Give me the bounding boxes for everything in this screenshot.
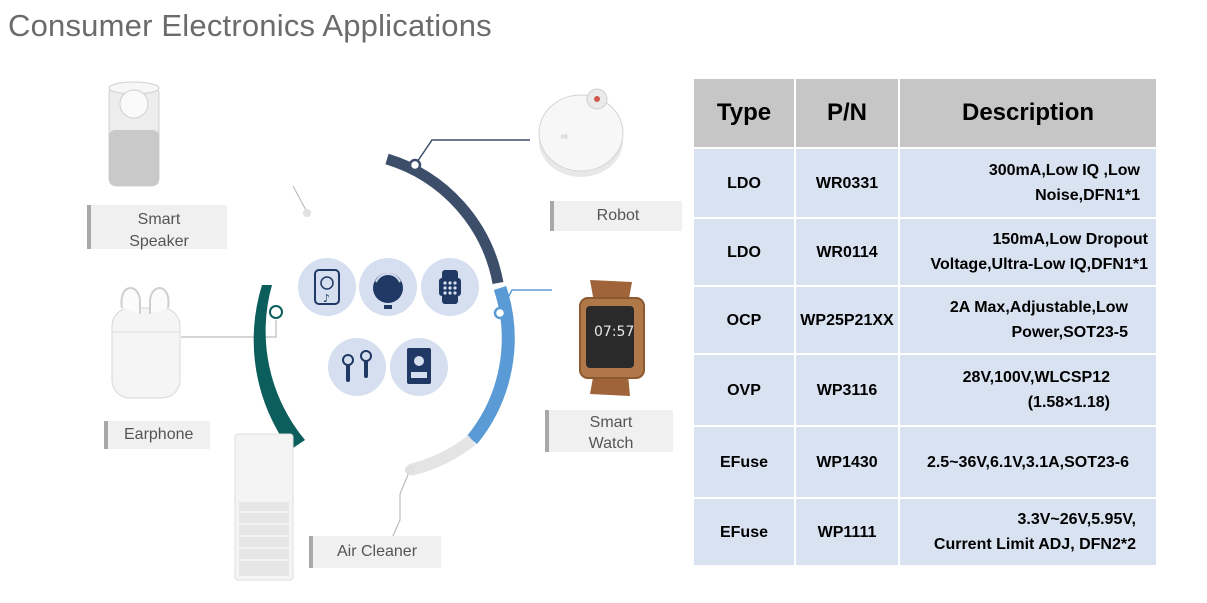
cell-type: OVP xyxy=(694,355,796,427)
cell-pn: WP1430 xyxy=(796,427,900,499)
connector-aircleaner xyxy=(391,469,411,539)
smart-watch-image: 07:57 xyxy=(579,280,645,396)
cell-pn: WP1111 xyxy=(796,499,900,567)
arc-navy xyxy=(385,153,504,285)
cell-type: OCP xyxy=(694,287,796,355)
connector-robot xyxy=(414,139,530,166)
smartwatch-icon xyxy=(421,258,479,316)
table-row: OVP WP3116 28V,100V,WLCSP12 (1.58×1.18) xyxy=(694,355,1156,427)
smart-watch-label: Smart Watch xyxy=(545,410,673,452)
table-row: OCP WP25P21XX 2A Max,Adjustable,Low Powe… xyxy=(694,287,1156,355)
robot-label: Robot xyxy=(550,201,682,231)
smart-speaker-text: Smart Speaker xyxy=(129,211,189,250)
cell-pn: WR0331 xyxy=(796,149,900,219)
header-pn: P/N xyxy=(796,79,900,149)
table-row: EFuse WP1111 3.3V~26V,5.95V, Current Lim… xyxy=(694,499,1156,567)
node-speaker xyxy=(303,209,311,217)
arc-gray xyxy=(408,435,476,476)
cell-type: EFuse xyxy=(694,427,796,499)
product-table: Type P/N Description LDO WR0331 300mA,Lo… xyxy=(694,79,1156,567)
cell-description: 300mA,Low IQ ,Low Noise,DFN1*1 xyxy=(900,149,1156,219)
cell-description: 3.3V~26V,5.95V, Current Limit ADJ, DFN2*… xyxy=(900,499,1156,567)
node-watch xyxy=(493,306,507,320)
cell-description: 2.5~36V,6.1V,3.1A,SOT23-6 xyxy=(900,427,1156,499)
robot-vacuum-image: MI xyxy=(538,88,624,177)
air-purifier-icon xyxy=(390,338,448,396)
air-cleaner-label: Air Cleaner xyxy=(309,536,441,568)
cell-description: 2A Max,Adjustable,Low Power,SOT23-5 xyxy=(900,287,1156,355)
cell-pn: WR0114 xyxy=(796,219,900,287)
cell-description: 28V,100V,WLCSP12 (1.58×1.18) xyxy=(900,355,1156,427)
svg-text:♪: ♪ xyxy=(323,292,330,305)
desc-line: 2A Max,Adjustable,Low xyxy=(949,299,1128,316)
cell-pn: WP3116 xyxy=(796,355,900,427)
robot-vacuum-icon xyxy=(359,258,417,316)
table-header-row: Type P/N Description xyxy=(694,79,1156,149)
earphone-label: Earphone xyxy=(104,421,210,449)
application-diagram: ♪ xyxy=(87,81,682,581)
cell-type: LDO xyxy=(694,149,796,219)
cell-type: LDO xyxy=(694,219,796,287)
desc-line: Noise,DFN1*1 xyxy=(1035,187,1140,204)
ring-diagram: ♪ xyxy=(181,139,552,539)
desc-line: Voltage,Ultra-Low IQ,DFN1*1 xyxy=(930,256,1148,273)
arc-teal xyxy=(253,285,305,450)
table-row: LDO WR0114 150mA,Low Dropout Voltage,Ult… xyxy=(694,219,1156,287)
svg-text:MI: MI xyxy=(561,134,568,141)
connector-lines xyxy=(181,185,411,539)
table-row: LDO WR0331 300mA,Low IQ ,Low Noise,DFN1*… xyxy=(694,149,1156,219)
table-row: EFuse WP1430 2.5~36V,6.1V,3.1A,SOT23-6 xyxy=(694,427,1156,499)
desc-line: 150mA,Low Dropout xyxy=(992,231,1148,248)
earbuds-icon xyxy=(328,338,386,396)
desc-line: 300mA,Low IQ ,Low xyxy=(988,162,1140,179)
watch-time-text: 07:57 xyxy=(594,324,634,340)
desc-line: 3.3V~26V,5.95V, xyxy=(1017,511,1137,528)
desc-line: (1.58×1.18) xyxy=(1027,394,1110,411)
smart-speaker-image xyxy=(108,81,160,187)
earphone-image xyxy=(111,287,181,399)
smart-speaker-label: Smart Speaker xyxy=(87,205,227,250)
cell-type: EFuse xyxy=(694,499,796,567)
node-aircleaner xyxy=(405,465,415,475)
connector-earphone xyxy=(181,320,277,338)
desc-line: Power,SOT23-5 xyxy=(1011,324,1129,341)
node-robot xyxy=(408,158,422,172)
desc-line: 2.5~36V,6.1V,3.1A,SOT23-6 xyxy=(926,453,1130,471)
cell-description: 150mA,Low Dropout Voltage,Ultra-Low IQ,D… xyxy=(900,219,1156,287)
header-description: Description xyxy=(900,79,1156,149)
desc-line: 28V,100V,WLCSP12 xyxy=(962,369,1110,386)
arc-blue xyxy=(466,285,515,445)
connector-speaker xyxy=(292,185,308,213)
cell-pn: WP25P21XX xyxy=(796,287,900,355)
desc-line: Current Limit ADJ, DFN2*2 xyxy=(933,536,1136,553)
smart-watch-text: Smart Watch xyxy=(588,414,634,452)
header-type: Type xyxy=(694,79,796,149)
air-cleaner-image xyxy=(234,433,294,581)
node-earphone xyxy=(269,305,283,319)
page-title: Consumer Electronics Applications xyxy=(8,8,492,43)
smart-plug-icon: ♪ xyxy=(298,258,356,316)
